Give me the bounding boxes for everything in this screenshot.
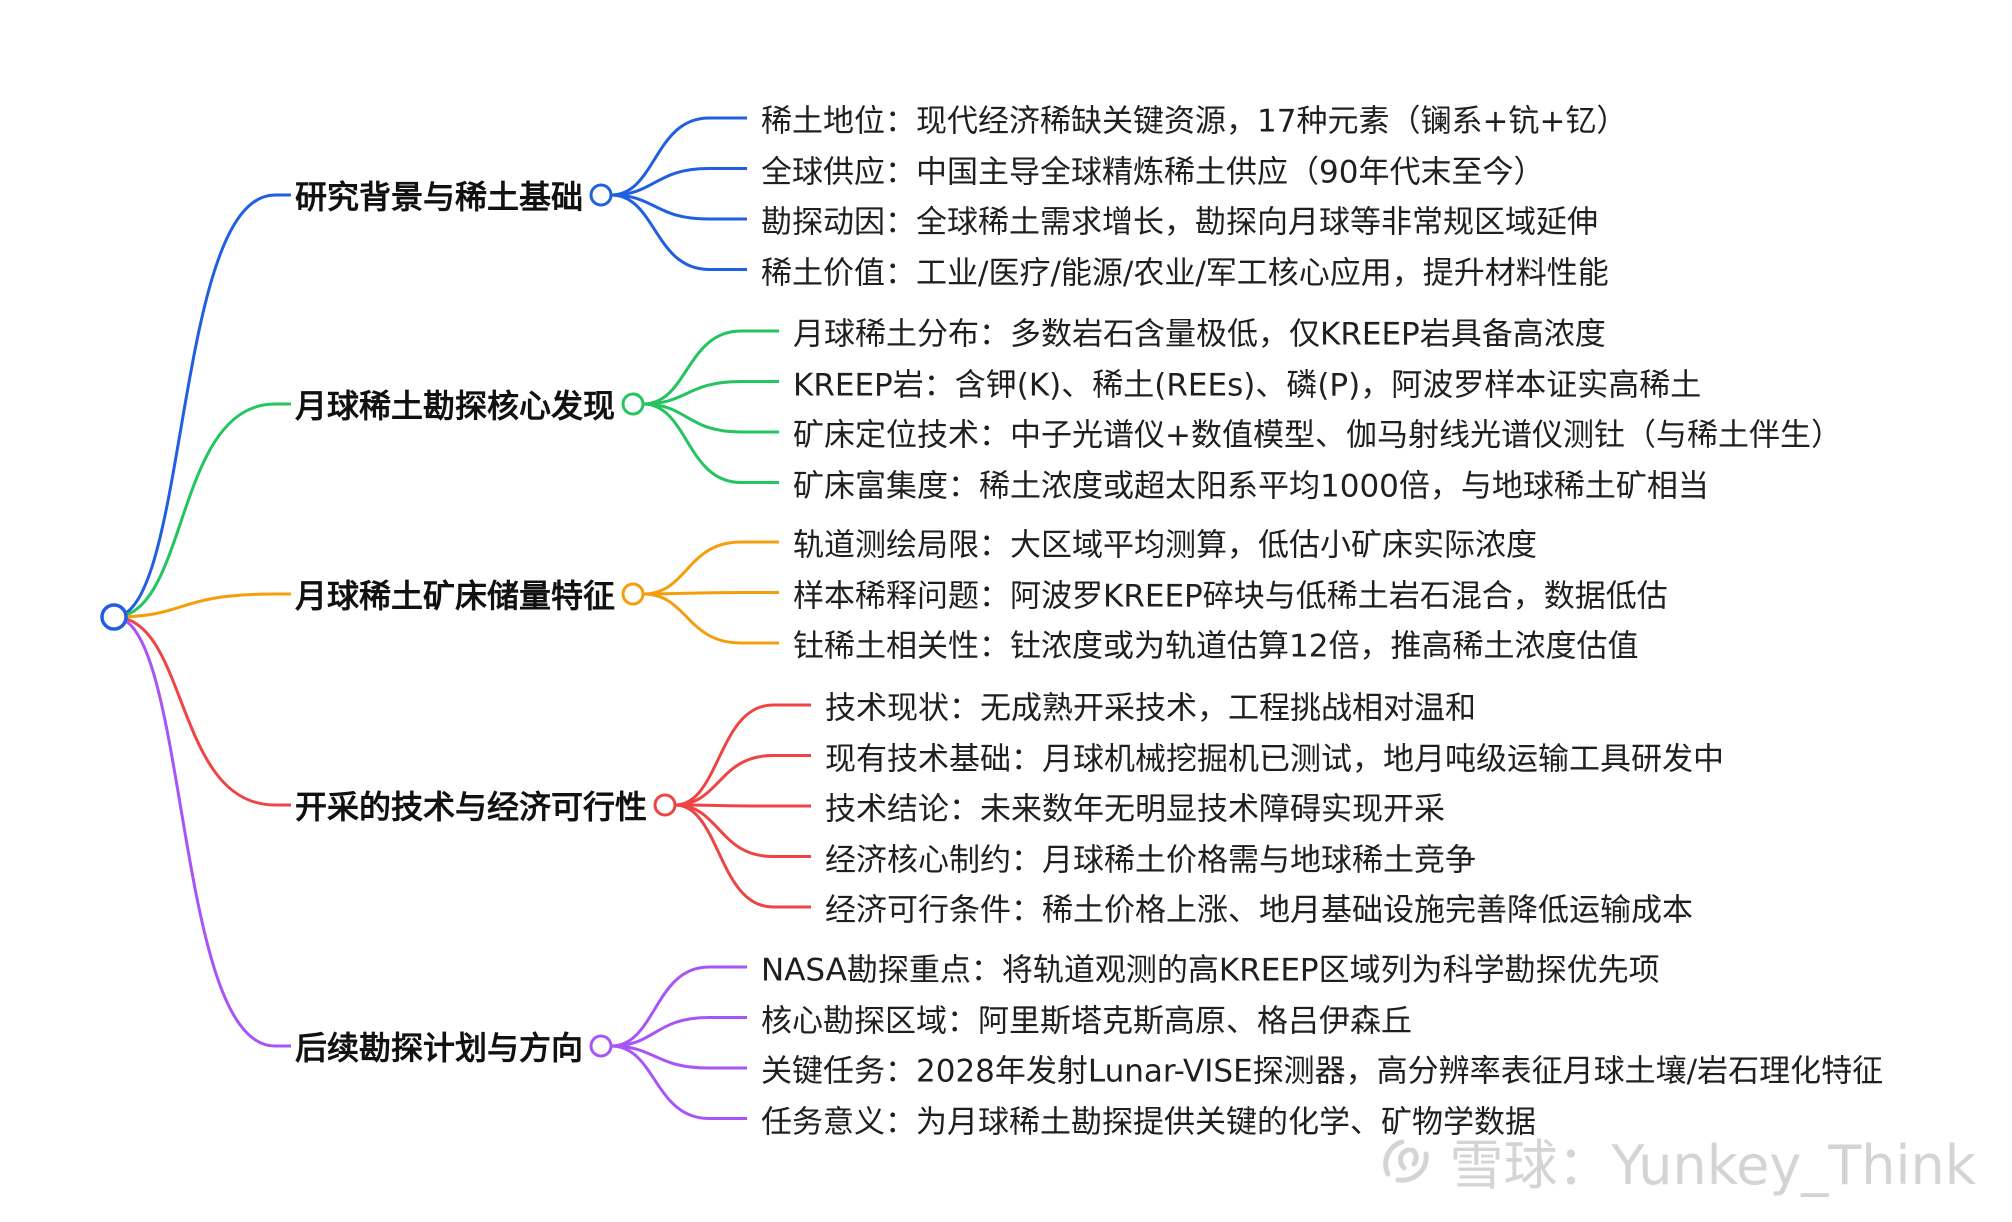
leaf-connector — [642, 329, 780, 406]
leaf-item: 经济核心制约：月球稀土价格需与地球稀土竞争 — [825, 842, 1477, 878]
snowball-logo-icon — [1382, 1139, 1429, 1183]
branch-node-circle[interactable] — [589, 1034, 613, 1058]
branch-node-circle[interactable] — [621, 582, 645, 606]
root-branch-connector — [113, 193, 276, 619]
leaf-item: 任务意义：为月球稀土勘探提供关键的化学、矿物学数据 — [761, 1104, 1537, 1140]
leaf-item: 轨道测绘局限：大区域平均测算，低估小矿床实际浓度 — [793, 527, 1538, 564]
watermark-text: 雪球：Yunkey_Think — [1449, 1134, 1976, 1197]
leaf-connector — [610, 965, 748, 1048]
leaf-connector — [611, 1044, 748, 1070]
leaf-connector — [642, 402, 780, 484]
leaf-item: 勘探动因：全球稀土需求增长，勘探向月球等非常规区域延伸 — [761, 204, 1599, 241]
leaf-connector — [643, 540, 780, 596]
root-branch-connector — [113, 592, 276, 619]
branch-title: 研究背景与稀土基础 — [295, 178, 584, 216]
leaf-item: 月球稀土分布：多数岩石含量极低，仅KREEP岩具备高浓度 — [793, 316, 1606, 353]
leaf-item: 矿床富集度：稀土浓度或超太阳系平均1000倍，与地球稀土矿相当 — [793, 468, 1709, 504]
leaf-connector — [643, 402, 780, 434]
branch-title: 月球稀土矿床储量特征 — [295, 577, 616, 615]
leaf-connector — [611, 167, 748, 197]
leaf-item: 技术现状：无成熟开采技术，工程挑战相对温和 — [825, 690, 1477, 727]
root-node-circle[interactable] — [100, 603, 128, 631]
leaf-connector — [611, 1016, 748, 1048]
leaf-connector — [611, 193, 748, 221]
branch-title: 后续勘探计划与方向 — [295, 1029, 584, 1067]
leaf-item: 矿床定位技术：中子光谱仪+数值模型、伽马射线光谱仪测钍（与稀土伴生） — [793, 417, 1842, 454]
branch-node-circle[interactable] — [653, 793, 677, 817]
leaf-connector — [674, 803, 812, 909]
leaf-item: 钍稀土相关性：钍浓度或为轨道估算12倍，推高稀土浓度估值 — [793, 628, 1639, 665]
leaf-item: 现有技术基础：月球机械挖掘机已测试，地月吨级运输工具研发中 — [825, 741, 1725, 777]
leaf-item: 技术结论：未来数年无明显技术障碍实现开采 — [825, 791, 1446, 828]
leaf-connector — [643, 591, 780, 596]
watermark: 雪球：Yunkey_Think — [1374, 1121, 1976, 1200]
leaf-connector — [643, 380, 780, 406]
leaf-item: NASA勘探重点：将轨道观测的高KREEP区域列为科学勘探优先项 — [761, 952, 1660, 989]
leaf-connector — [675, 803, 812, 858]
leaf-item: 稀土价值：工业/医疗/能源/农业/军工核心应用，提升材料性能 — [761, 255, 1609, 291]
leaf-connector — [610, 116, 748, 197]
leaf-item: 样本稀释问题：阿波罗KREEP碎块与低稀土岩石混合，数据低估 — [793, 578, 1668, 614]
leaf-connector — [610, 1044, 748, 1120]
leaf-item: 经济可行条件：稀土价格上涨、地月基础设施完善降低运输成本 — [825, 892, 1694, 929]
leaf-connector — [643, 592, 780, 645]
leaf-connector — [674, 703, 812, 807]
branch-node-circle[interactable] — [621, 392, 645, 416]
root-branch-connector — [113, 615, 276, 1048]
leaf-connector — [675, 803, 812, 808]
branch-title: 月球稀土勘探核心发现 — [295, 387, 616, 425]
leaf-connector — [610, 193, 748, 271]
leaf-item: 全球供应：中国主导全球精炼稀土供应（90年代末至今） — [761, 154, 1545, 190]
branch-title: 开采的技术与经济可行性 — [295, 788, 648, 826]
leaf-item: KREEP岩：含钾(K)、稀土(REEs)、磷(P)，阿波罗样本证实高稀土 — [793, 367, 1702, 403]
leaf-item: 稀土地位：现代经济稀缺关键资源，17种元素（镧系+钪+钇） — [761, 103, 1628, 140]
root-branch-connector — [113, 402, 276, 619]
root-branch-connector — [113, 615, 276, 807]
leaf-item: 核心勘探区域：阿里斯塔克斯高原、格吕伊森丘 — [761, 1003, 1413, 1039]
leaf-item: 关键任务：2028年发射Lunar-VISE探测器，高分辨率表征月球土壤/岩石理… — [761, 1053, 1884, 1090]
branch-node-circle[interactable] — [589, 183, 613, 207]
leaf-connector — [675, 754, 812, 807]
